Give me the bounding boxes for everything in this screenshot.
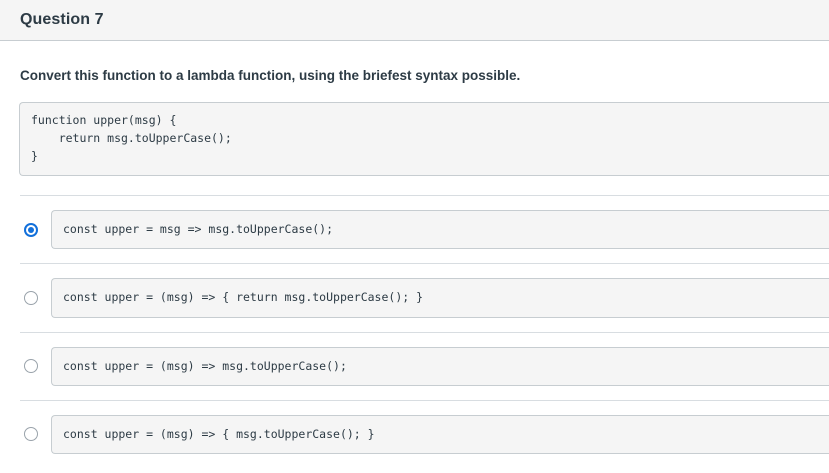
radio-button-option-2[interactable] xyxy=(24,290,38,305)
answer-option-2[interactable]: const upper = (msg) => { return msg.toUp… xyxy=(20,263,829,331)
radio-button-option-1[interactable] xyxy=(24,222,38,237)
question-body: Convert this function to a lambda functi… xyxy=(0,41,829,468)
answer-option-3[interactable]: const upper = (msg) => msg.toUpperCase()… xyxy=(20,331,829,400)
answer-code-option-1[interactable]: const upper = msg => msg.toUpperCase(); xyxy=(51,210,829,250)
question-code-wrapper: function upper(msg) { return msg.toUpper… xyxy=(0,86,829,177)
question-prompt: Convert this function to a lambda functi… xyxy=(20,68,521,83)
answer-option-1[interactable]: const upper = msg => msg.toUpperCase(); xyxy=(20,195,829,263)
answer-code-option-2[interactable]: const upper = (msg) => { return msg.toUp… xyxy=(51,278,829,318)
question-number-title: Question 7 xyxy=(20,11,104,28)
answer-options-list: const upper = msg => msg.toUpperCase(); … xyxy=(0,195,829,467)
question-code-block: function upper(msg) { return msg.toUpper… xyxy=(19,101,829,177)
answer-code-option-4[interactable]: const upper = (msg) => { msg.toUpperCase… xyxy=(51,414,829,454)
radio-button-option-3[interactable] xyxy=(24,359,38,374)
answer-code-option-3[interactable]: const upper = (msg) => msg.toUpperCase()… xyxy=(51,346,829,386)
question-header: Question 7 xyxy=(0,0,829,41)
radio-button-option-4[interactable] xyxy=(24,427,38,442)
answer-option-4[interactable]: const upper = (msg) => { msg.toUpperCase… xyxy=(20,399,829,468)
